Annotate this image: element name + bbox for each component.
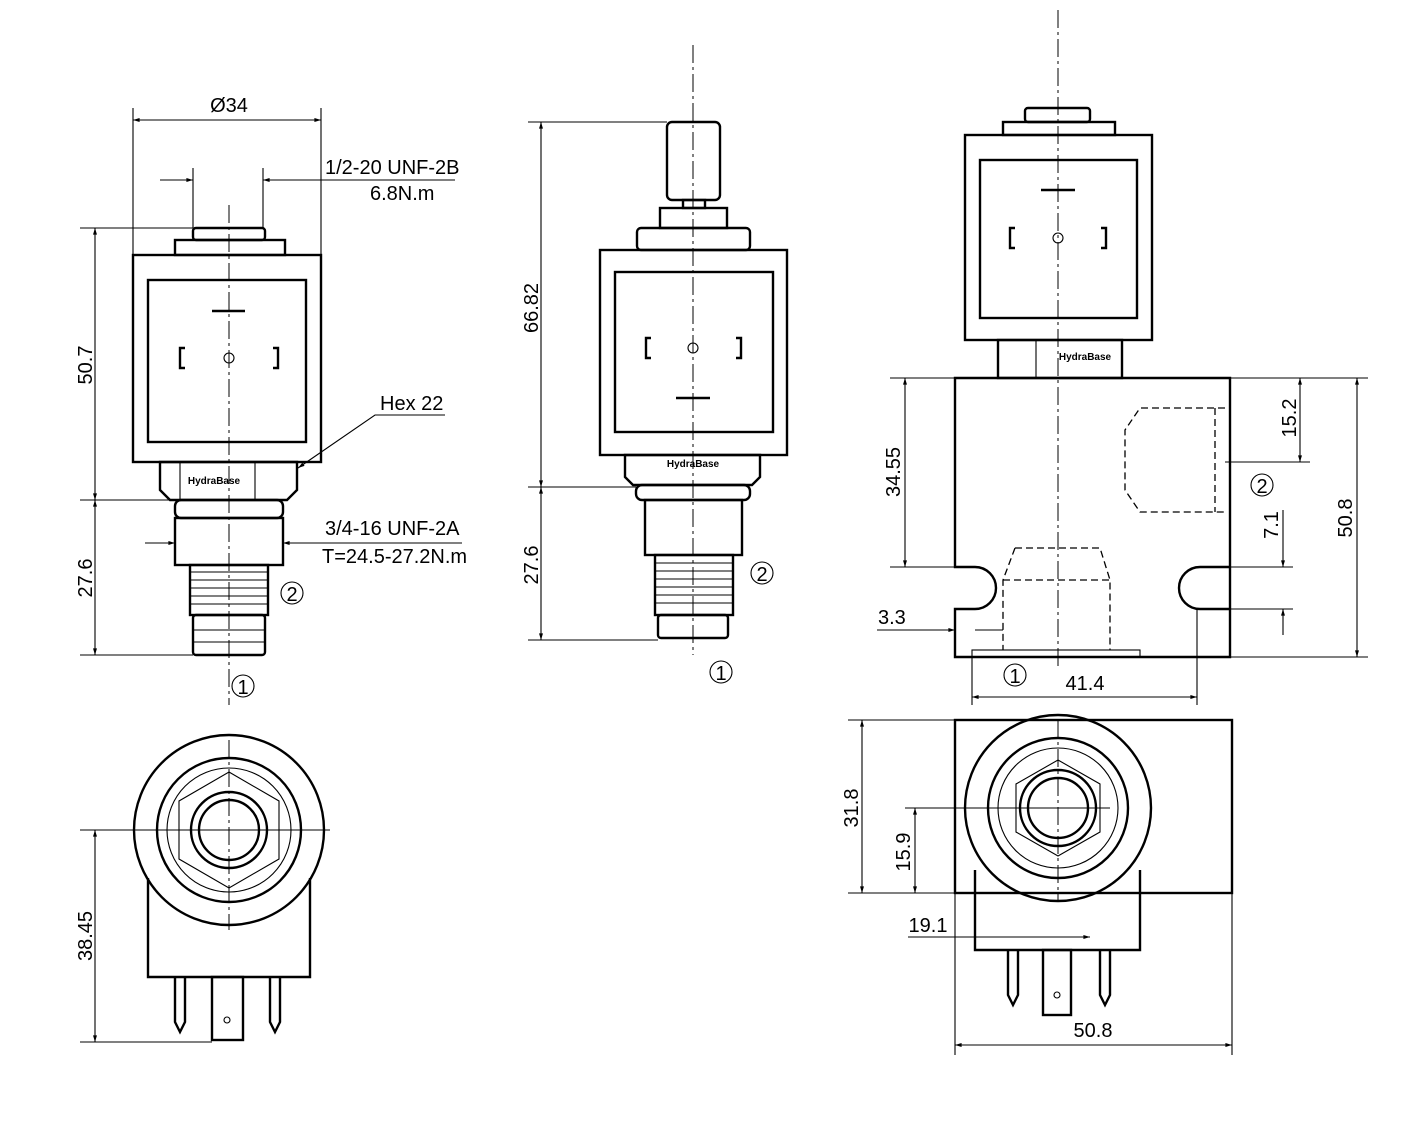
body-height-dim: 50.8: [1335, 499, 1357, 538]
plan-depth-dim: 31.8: [841, 789, 863, 828]
right-plan-view: 31.8 15.9 19.1 50.8: [841, 713, 1234, 1055]
wall-dim: 3.3: [878, 607, 906, 629]
torque-top-label: 6.8N.m: [370, 183, 434, 205]
bottom-height-dim: 38.45: [75, 911, 97, 961]
thread-top-label: 1/2-20 UNF-2B: [325, 157, 460, 179]
port-spacing-dim: 41.4: [1066, 673, 1105, 695]
plan-width-dim: 50.8: [1074, 1020, 1113, 1042]
hex-label: Hex 22: [380, 393, 443, 415]
thread-bottom-label: 3/4-16 UNF-2A: [325, 518, 460, 540]
plan-half-depth-dim: 15.9: [893, 833, 915, 872]
port-2-marker: 2: [286, 584, 297, 606]
brand-label: HydraBase: [1059, 352, 1112, 363]
torque-bottom-label: T=24.5-27.2N.m: [322, 546, 467, 568]
port2-offset-dim: 15.2: [1279, 399, 1301, 438]
height-coil-dim: 50.7: [75, 346, 97, 385]
port-2-marker: 2: [1256, 476, 1267, 498]
plan-offset-dim: 19.1: [909, 915, 948, 937]
left-front-view: HydraBase Ø34 1/2-20 UNF-2B 6.8N.m 50.7 …: [75, 95, 467, 705]
right-front-view: HydraBase 34.55 50.8 15.2 7.1 3.3 41.4 1…: [877, 10, 1368, 705]
height-cartridge-dim: 27.6: [75, 559, 97, 598]
middle-front-view: HydraBase 66.82 27.6 2 1: [521, 45, 789, 685]
left-bottom-view: 38.45: [75, 733, 330, 1043]
port-1-marker: 1: [715, 663, 726, 685]
notch-offset-dim: 7.1: [1261, 511, 1283, 539]
diameter-dim: Ø34: [210, 95, 248, 117]
brand-label: HydraBase: [667, 459, 720, 470]
port-1-marker: 1: [1009, 666, 1020, 688]
port-2-marker: 2: [756, 564, 767, 586]
height-body-dim: 34.55: [883, 447, 905, 497]
cartridge-height-dim: 27.6: [521, 546, 543, 585]
brand-label: HydraBase: [188, 476, 241, 487]
port-1-marker: 1: [237, 677, 248, 699]
overall-height-dim: 66.82: [521, 283, 543, 333]
